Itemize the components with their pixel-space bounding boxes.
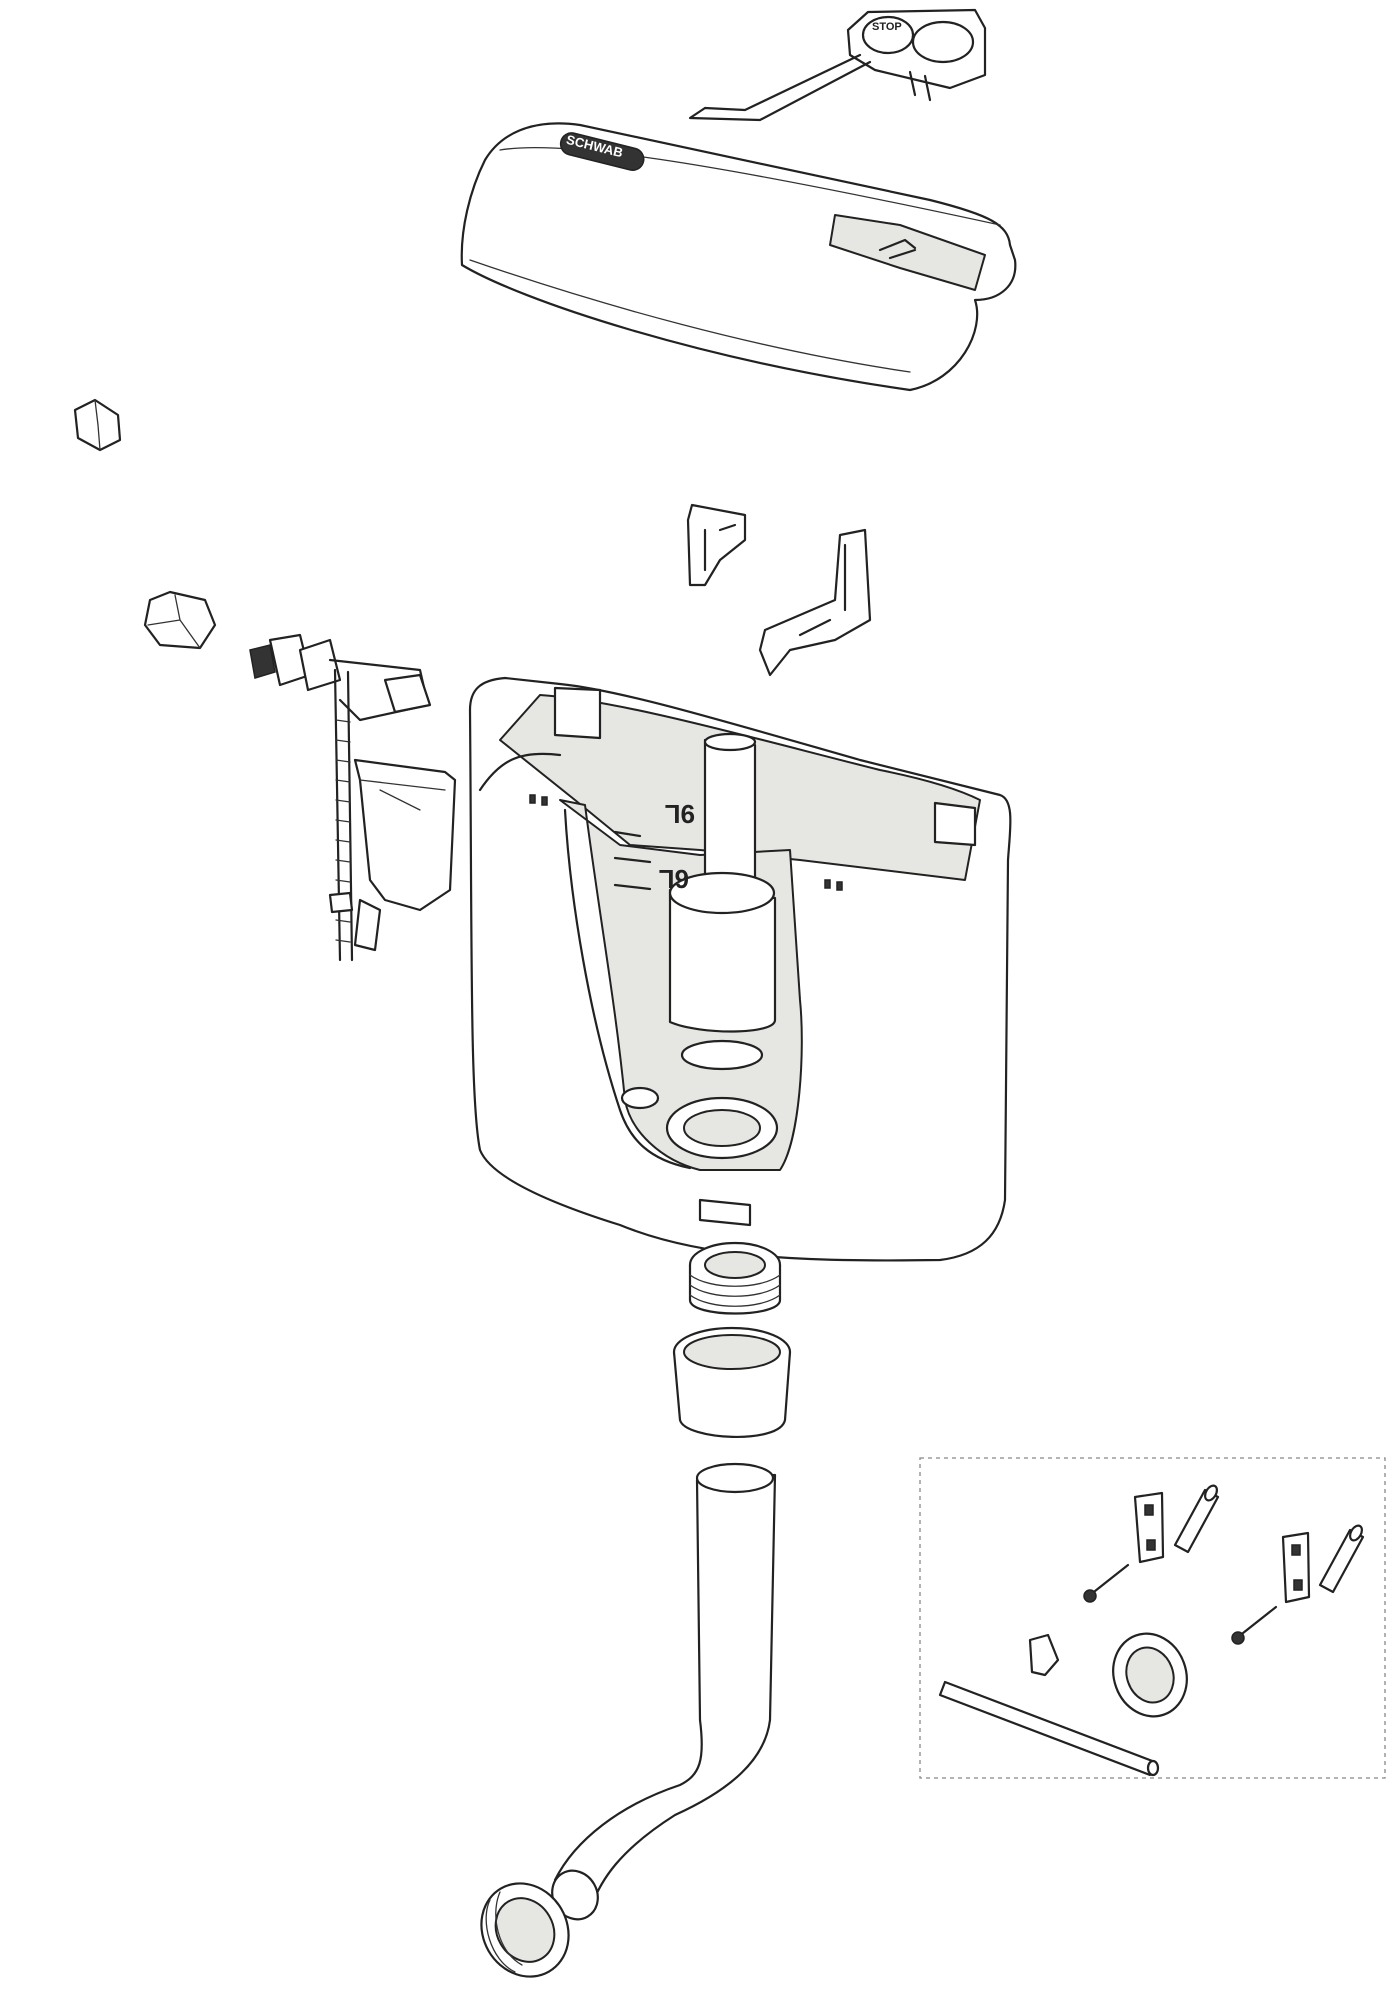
supply-hose	[3, 398, 217, 650]
cone-seal	[672, 1326, 792, 1438]
fill-valve	[249, 633, 457, 962]
screw-2	[1231, 1605, 1278, 1645]
connecting-rod	[938, 1680, 1160, 1777]
accessories-kit-box	[919, 1457, 1386, 1779]
flush-pipe	[551, 1462, 777, 1921]
cistern-lid: SCHWAB	[460, 122, 1017, 392]
flush-actuator-plate: STOP	[688, 8, 987, 122]
wall-bracket-2	[1281, 1531, 1311, 1604]
level-mark-6l: 6L	[659, 864, 689, 894]
frame-bracket	[758, 528, 872, 677]
small-bracket	[686, 503, 747, 587]
stop-button-label: STOP	[872, 21, 902, 33]
small-clip	[1028, 1633, 1060, 1677]
wall-plug-1	[1173, 1484, 1220, 1554]
schwab-logo-badge	[559, 132, 645, 171]
spare-ring-nut	[1112, 1632, 1188, 1718]
wall-plug-2	[1318, 1524, 1365, 1594]
cistern-tank: 9L 6L	[468, 676, 1012, 1262]
wall-bracket-1	[1133, 1491, 1165, 1564]
threaded-connector	[688, 1241, 782, 1315]
screw-1	[1083, 1563, 1130, 1603]
level-mark-9l: 9L	[665, 799, 695, 829]
pipe-connector-nut	[480, 1882, 570, 1978]
